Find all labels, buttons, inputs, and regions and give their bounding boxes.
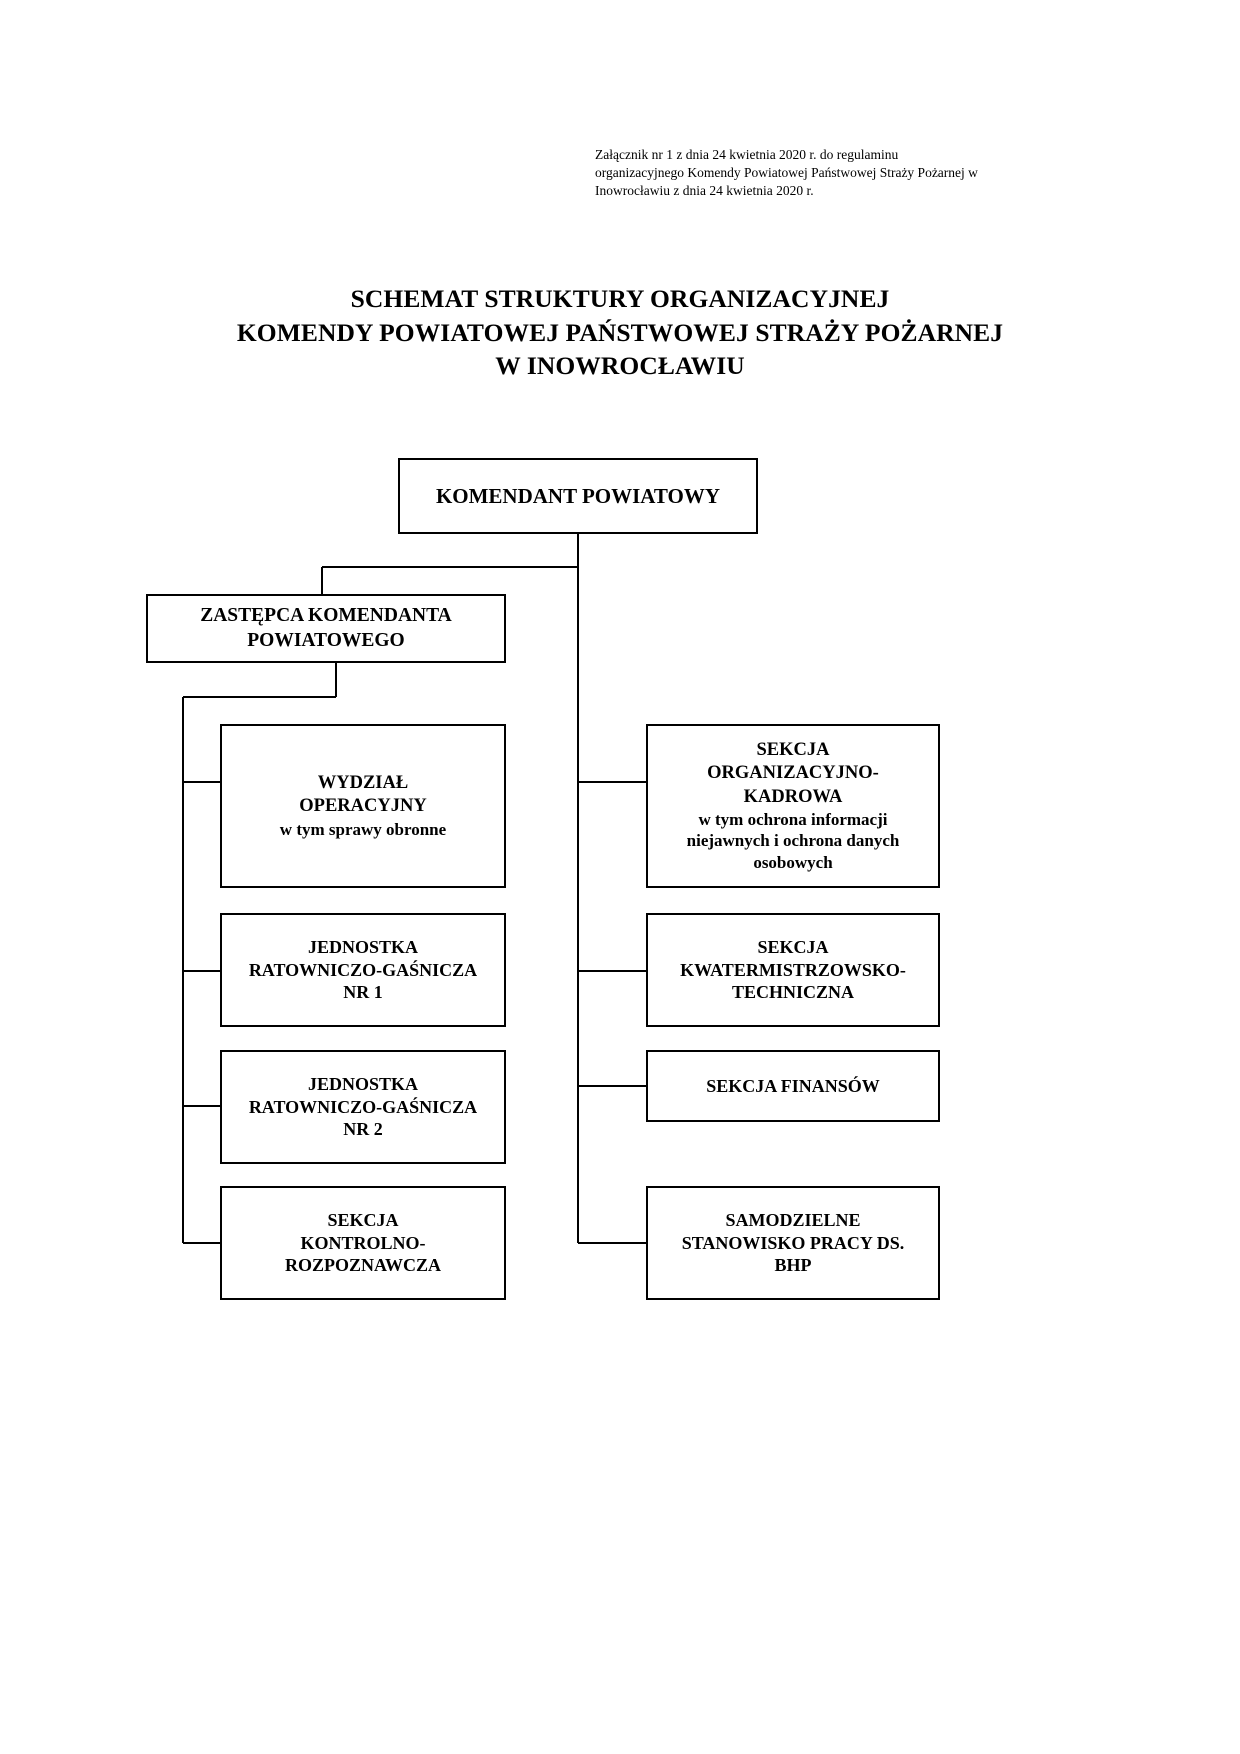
node-jednostka-ratowniczo-gasnicza-nr-2[interactable]: JEDNOSTKA RATOWNICZO-GAŚNICZA NR 2 [220, 1050, 506, 1164]
page-title: SCHEMAT STRUKTURY ORGANIZACYJNEJ KOMENDY… [0, 282, 1240, 383]
node-zastepca-line-1: ZASTĘPCA KOMENDANTA [200, 604, 452, 626]
node-finansow-line-1: SEKCJA FINANSÓW [706, 1075, 880, 1096]
header-note-line-1: Załącznik nr 1 z dnia 24 kwietnia 2020 r… [595, 147, 899, 162]
node-samodzielne-stanowisko-pracy-bhp[interactable]: SAMODZIELNE STANOWISKO PRACY DS. BHP [646, 1186, 940, 1300]
document-header-note: Załącznik nr 1 z dnia 24 kwietnia 2020 r… [595, 146, 1035, 200]
node-organizacyjno-subtext-1: w tym ochrona informacji [698, 809, 888, 829]
node-jrg-1-line-3: NR 1 [343, 982, 383, 1003]
page-title-line-2: KOMENDY POWIATOWEJ PAŃSTWOWEJ STRAŻY POŻ… [236, 317, 1004, 347]
node-sekcja-organizacyjno-kadrowa[interactable]: SEKCJA ORGANIZACYJNO- KADROWA w tym ochr… [646, 724, 940, 888]
node-wydzial-operacyjny-line-2: OPERACYJNY [299, 796, 427, 817]
node-organizacyjno-line-3: KADROWA [743, 786, 843, 807]
node-organizacyjno-subtext-2: niejawnych i ochrona danych [686, 831, 900, 851]
node-jrg-1-line-1: JEDNOSTKA [307, 936, 419, 957]
node-kwatermistrzowsko-line-3: TECHNICZNA [731, 982, 854, 1003]
node-kontrolno-line-2: KONTROLNO- [300, 1232, 426, 1253]
node-bhp-line-2: STANOWISKO PRACY DS. [681, 1232, 905, 1253]
node-komendant-powiatowy[interactable]: KOMENDANT POWIATOWY [398, 458, 758, 534]
node-organizacyjno-line-1: SEKCJA [756, 739, 830, 760]
page-title-line-3: W INOWROCŁAWIU [495, 351, 745, 381]
node-wydzial-operacyjny-line-1: WYDZIAŁ [317, 773, 409, 793]
node-jrg-2-line-2: RATOWNICZO-GAŚNICZA [248, 1096, 478, 1117]
node-kwatermistrzowsko-line-1: SEKCJA [757, 936, 829, 957]
node-jrg-2-line-1: JEDNOSTKA [307, 1073, 419, 1094]
header-note-line-3: Inowrocławiu z dnia 24 kwietnia 2020 r. [595, 182, 814, 198]
node-bhp-line-1: SAMODZIELNE [725, 1209, 861, 1230]
node-kontrolno-line-3: ROZPOZNAWCZA [284, 1255, 441, 1276]
header-note-line-2: organizacyjnego Komendy Powiatowej Państ… [595, 164, 978, 180]
node-zastepca-komendanta-powiatowego[interactable]: ZASTĘPCA KOMENDANTA POWIATOWEGO [146, 594, 506, 663]
node-sekcja-kontrolno-rozpoznawcza[interactable]: SEKCJA KONTROLNO- ROZPOZNAWCZA [220, 1186, 506, 1300]
node-kontrolno-line-1: SEKCJA [327, 1209, 399, 1230]
node-sekcja-finansow[interactable]: SEKCJA FINANSÓW [646, 1050, 940, 1122]
node-wydzial-operacyjny[interactable]: WYDZIAŁ OPERACYJNY w tym sprawy obronne [220, 724, 506, 888]
node-jrg-1-line-2: RATOWNICZO-GAŚNICZA [248, 959, 478, 980]
node-kwatermistrzowsko-line-2: KWATERMISTRZOWSKO- [680, 959, 906, 980]
node-bhp-line-3: BHP [774, 1255, 812, 1276]
node-organizacyjno-subtext-3: osobowych [753, 852, 833, 872]
node-jrg-2-line-3: NR 2 [343, 1119, 383, 1140]
page-title-line-1: SCHEMAT STRUKTURY ORGANIZACYJNEJ [350, 284, 890, 313]
node-organizacyjno-line-2: ORGANIZACYJNO- [707, 763, 879, 784]
node-jednostka-ratowniczo-gasnicza-nr-1[interactable]: JEDNOSTKA RATOWNICZO-GAŚNICZA NR 1 [220, 913, 506, 1027]
node-komendant-powiatowy-label: KOMENDANT POWIATOWY [435, 483, 721, 508]
node-wydzial-operacyjny-subtext: w tym sprawy obronne [279, 819, 447, 839]
node-sekcja-kwatermistrzowsko-techniczna[interactable]: SEKCJA KWATERMISTRZOWSKO- TECHNICZNA [646, 913, 940, 1027]
node-zastepca-line-2: POWIATOWEGO [247, 629, 405, 651]
